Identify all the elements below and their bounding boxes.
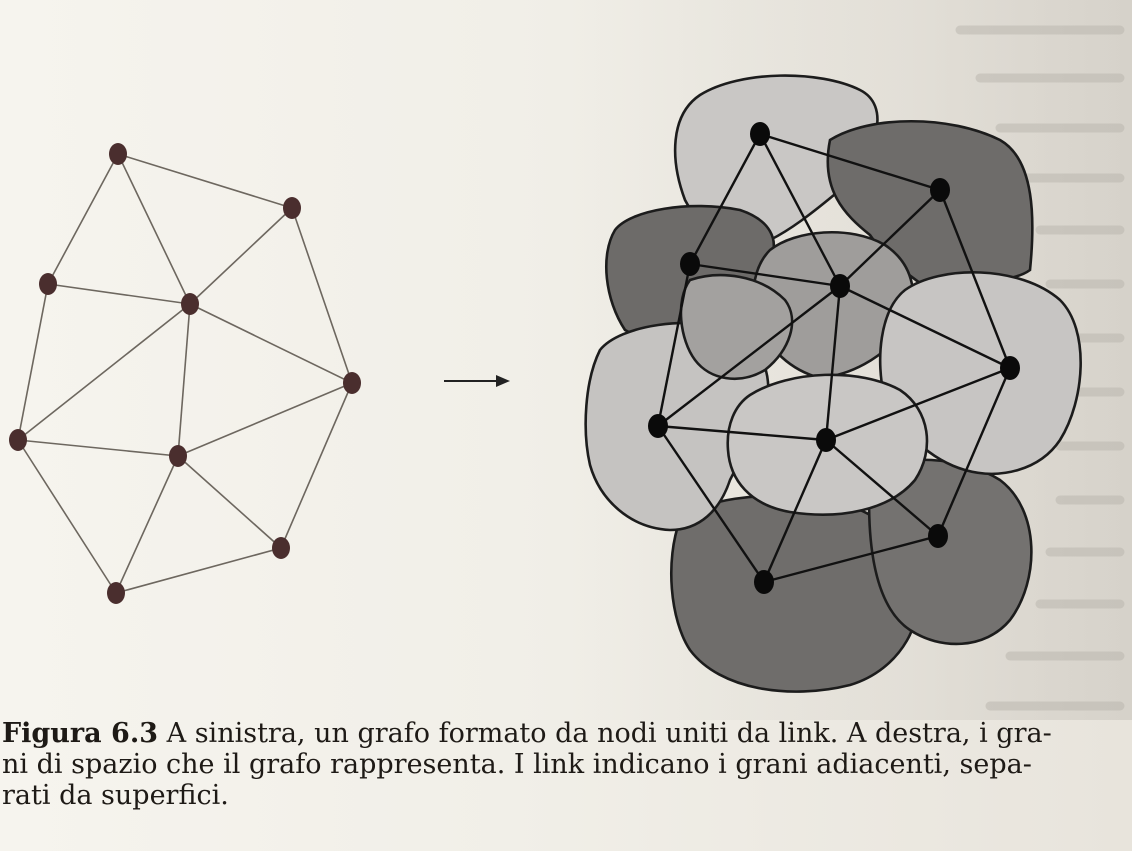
node — [754, 570, 774, 594]
caption-line-2: ni di spazio che il grafo rappresenta. I… — [2, 749, 1032, 780]
right-graph-links — [656, 132, 1012, 584]
link — [688, 133, 762, 265]
link — [17, 439, 179, 457]
node — [648, 414, 668, 438]
node — [181, 293, 199, 315]
link — [758, 133, 842, 287]
link — [657, 425, 765, 583]
link — [177, 303, 191, 457]
figure-label: Figura 6.3 — [2, 718, 159, 749]
link — [825, 439, 939, 537]
node — [830, 274, 850, 298]
left-graph-links — [17, 153, 353, 594]
node — [109, 143, 127, 165]
link — [657, 424, 827, 442]
left-graph — [9, 143, 361, 604]
caption-text-1: A sinistra, un grafo formato da nodi uni… — [166, 718, 1052, 749]
node — [9, 429, 27, 451]
link — [291, 207, 353, 384]
link — [936, 367, 1012, 537]
grain-region — [679, 273, 794, 381]
node — [272, 537, 290, 559]
link — [115, 547, 282, 594]
link — [117, 153, 293, 209]
link — [762, 439, 828, 583]
node — [343, 372, 361, 394]
node — [928, 524, 948, 548]
figure-caption: Figura 6.3 A sinistra, un grafo formato … — [0, 718, 1132, 811]
node — [750, 122, 770, 146]
node — [1000, 356, 1020, 380]
link — [280, 382, 353, 549]
show-through-text — [955, 25, 1125, 711]
link — [117, 153, 191, 305]
link — [824, 285, 842, 441]
link — [17, 303, 191, 441]
caption-line-3: rati da superfici. — [2, 780, 229, 811]
link — [759, 132, 941, 192]
link — [115, 455, 179, 594]
link — [839, 189, 941, 287]
right-grains — [584, 74, 1082, 693]
link — [47, 153, 119, 285]
link — [825, 366, 1011, 442]
figure-6-3 — [9, 25, 1125, 711]
link — [763, 534, 939, 584]
link — [839, 284, 1011, 370]
left-graph-nodes — [9, 143, 361, 604]
node — [816, 428, 836, 452]
grain-regions — [584, 74, 1082, 693]
link — [657, 285, 841, 427]
node — [169, 445, 187, 467]
caption-line-1: Figura 6.3 A sinistra, un grafo formato … — [0, 718, 1132, 749]
link — [17, 283, 49, 441]
node — [107, 582, 125, 604]
node — [680, 252, 700, 276]
node — [930, 178, 950, 202]
arrow-right-icon — [444, 375, 510, 387]
link — [17, 439, 117, 594]
link — [189, 303, 353, 384]
link — [189, 207, 293, 305]
link — [689, 262, 841, 288]
link — [938, 189, 1012, 369]
grain-region — [673, 74, 879, 244]
link — [177, 382, 353, 457]
link — [656, 263, 692, 427]
right-graph-nodes — [648, 122, 1020, 594]
link — [47, 283, 191, 305]
node — [283, 197, 301, 219]
node — [39, 273, 57, 295]
link — [177, 455, 282, 549]
